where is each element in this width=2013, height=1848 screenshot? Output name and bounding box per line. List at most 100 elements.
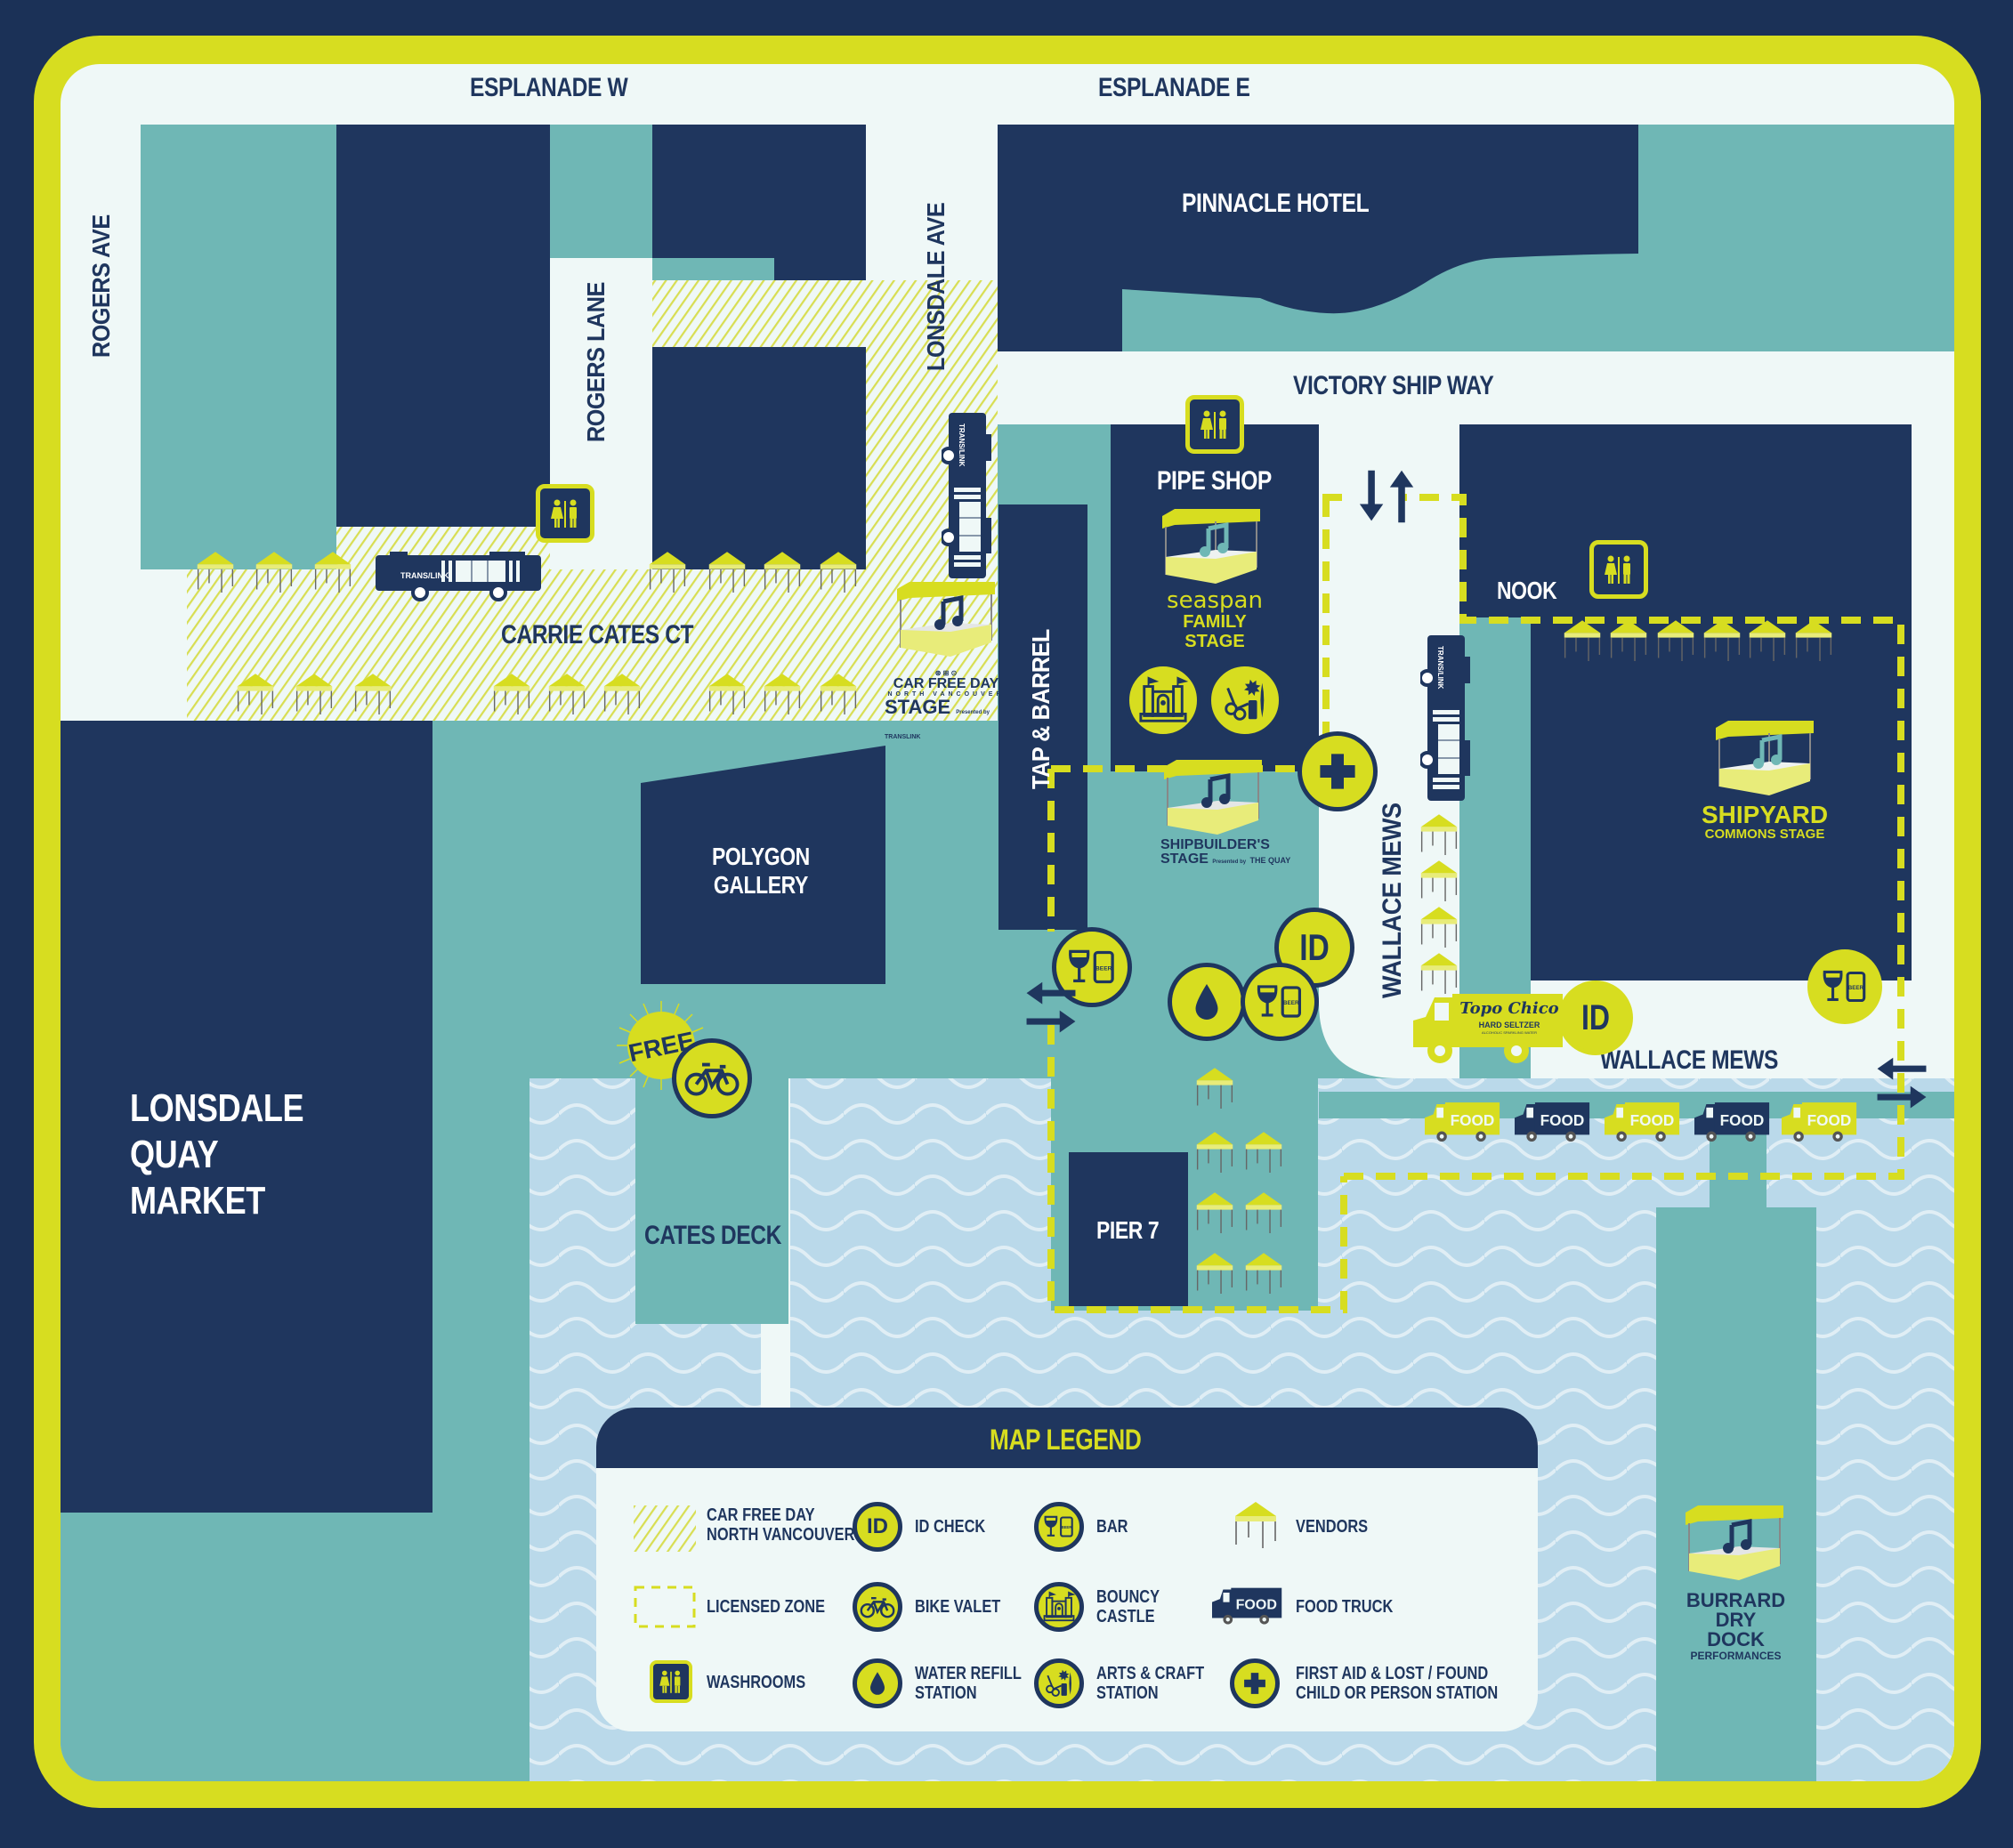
nook-label: NOOK [1497,577,1557,604]
shipyard-building [1459,424,1912,980]
food-truck-icon[interactable] [1694,1102,1771,1143]
label-line: CHILD OR PERSON STATION [1296,1683,1499,1703]
vendor-tent-icon[interactable] [1794,620,1833,663]
translink-bus-icon [1420,633,1470,803]
topo-chico-truck[interactable]: Topo Chico HARD SELTZER ALCOHOLIC SPARKL… [1413,994,1564,1065]
bar-icon[interactable] [1052,927,1132,1007]
id-check-icon[interactable]: ID [1558,980,1633,1055]
label-line: QUAY [130,1133,219,1176]
vendor-tent-icon[interactable] [353,674,392,716]
car-free-day-stage-icon[interactable] [897,582,995,662]
legend-label-bike-valet: BIKE VALET [915,1597,1001,1617]
vendor-tent-icon[interactable] [492,674,531,716]
washroom-icon[interactable] [1185,395,1244,454]
tap-and-barrel-building [998,504,1087,930]
vendor-tent-icon [1233,1502,1278,1550]
vendor-tent-icon[interactable] [313,552,352,594]
food-truck-icon[interactable] [1515,1102,1591,1143]
id-text: ID [1581,997,1610,1037]
vendor-tent-icon[interactable] [763,674,802,716]
vendor-tent-icon[interactable] [648,552,687,594]
vendor-tent-icon[interactable] [1419,907,1459,949]
burrard-dry-dock-area [1656,1207,1816,1781]
label-line: WATER REFILL [915,1664,1022,1683]
vendor-tent-icon[interactable] [1244,1253,1283,1295]
sponsor: TRANSLINK [885,734,921,740]
vendor-tent-icon[interactable] [255,552,294,594]
id-check-icon[interactable]: ID [1274,908,1354,988]
vendor-tent-icon[interactable] [707,674,747,716]
vendor-tent-icon[interactable] [1244,1192,1283,1235]
vendor-tent-icon[interactable] [819,552,858,594]
vendor-tent-icon[interactable] [707,552,747,594]
label-line: SHIPYARD [1701,801,1829,828]
vendor-tent-icon[interactable] [819,674,858,716]
shipyard-stage-label: SHIPYARD COMMONS STAGE [1698,803,1831,842]
cates-deck-label: CATES DECK [644,1221,781,1250]
street-label-wallace-mews-vertical: WALLACE MEWS [1378,803,1407,998]
label-line: FAMILY STAGE [1183,612,1247,651]
bike-valet-icon[interactable] [672,1038,752,1118]
vendor-tent-icon[interactable] [547,674,586,716]
street-label-victory-ship-way: VICTORY SHIP WAY [1293,371,1494,400]
water-refill-icon[interactable] [1168,963,1246,1041]
vendor-tent-icon[interactable] [1702,620,1742,663]
shipbuilders-stage-icon[interactable] [1164,760,1262,840]
stage-word: STAGE [885,696,951,718]
water-refill-icon [853,1658,902,1708]
label-line: COMMONS STAGE [1704,827,1825,842]
sponsor: THE QUAY [1249,856,1291,865]
licensed-zone-outline [1047,494,1904,1313]
polygon-gallery-label: POLYGON GALLERY [712,843,810,900]
burrard-stage-icon[interactable] [1686,1505,1783,1586]
vendor-tent-icon[interactable] [1244,1132,1283,1174]
car-free-day-stage-label: ⊛ ⊞ ⊙ CAR FREE DAY NORTH VANCOUVER STAGE… [870,669,1022,747]
vendor-tent-icon[interactable] [1195,1192,1234,1235]
street-label-esplanade-e: ESPLANADE E [1098,73,1250,102]
vendor-tent-icon[interactable] [236,674,275,716]
vendor-tent-icon[interactable] [1195,1068,1234,1110]
label-line: PERFORMANCES [1690,1650,1782,1662]
vendor-tent-icon[interactable] [1419,953,1459,996]
vendor-tent-icon[interactable] [1195,1253,1234,1295]
shipyard-stage-icon[interactable] [1716,721,1814,801]
street-label-rogers-ave: ROGERS AVE [87,214,115,358]
vendor-tent-icon[interactable] [1656,620,1695,663]
first-aid-icon[interactable] [1298,731,1378,811]
food-truck-icon[interactable] [1782,1102,1858,1143]
bar-icon[interactable] [1241,963,1319,1041]
bouncy-castle-icon[interactable] [1125,662,1201,738]
label-line: BOUNCY [1096,1587,1160,1607]
arts-craft-icon[interactable] [1207,662,1283,738]
vendor-tent-icon[interactable] [1419,814,1459,857]
vendor-tent-icon[interactable] [1419,860,1459,903]
vendor-tent-icon[interactable] [295,674,334,716]
label-line: CAR FREE DAY [893,676,999,691]
vendor-tent-icon[interactable] [1609,620,1648,663]
family-stage-icon[interactable] [1162,509,1260,589]
two-way-traffic-arrows-icon [1358,467,1417,526]
vendor-tent-icon[interactable] [763,552,802,594]
vendor-tent-icon[interactable] [196,552,235,594]
vendor-tent-icon[interactable] [602,674,642,716]
label-line: MARKET [130,1179,265,1223]
translink-bus-icon [942,411,991,580]
washroom-icon[interactable] [536,484,594,543]
vendor-tent-icon[interactable] [1563,620,1602,663]
food-truck-icon[interactable] [1605,1102,1681,1143]
burrard-stage-label: BURRARD DRY DOCK PERFORMANCES [1685,1589,1787,1663]
food-truck-icon[interactable] [1425,1102,1501,1143]
street-label-carrie-cates-ct: CARRIE CATES CT [501,620,694,650]
washroom-icon[interactable] [1589,540,1648,599]
pier-7-label: PIER 7 [1096,1216,1160,1244]
pinnacle-hotel-area [998,125,1954,351]
label-line: BURRARD [1686,1589,1786,1611]
vendor-tent-icon[interactable] [1748,620,1787,663]
legend-label-vendors: VENDORS [1296,1517,1369,1537]
vendor-tent-icon[interactable] [1195,1132,1234,1174]
legend-title: MAP LEGEND [990,1424,1142,1456]
bar-icon[interactable] [1807,949,1882,1024]
road [61,569,187,721]
translink-bus-icon [374,552,543,601]
